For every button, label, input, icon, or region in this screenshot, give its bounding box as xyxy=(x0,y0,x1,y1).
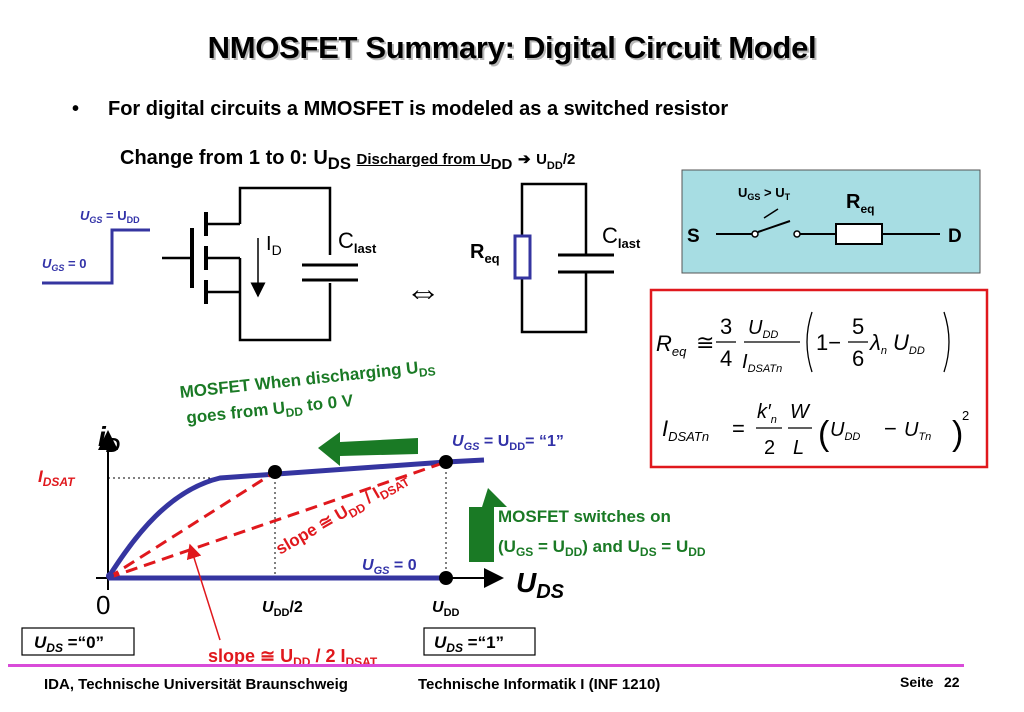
up-green-arrow xyxy=(469,488,507,562)
width-w: W xyxy=(790,401,811,423)
point-origin xyxy=(106,572,114,580)
switch-on-line2: (UGS = UDD) and UDS = UDD xyxy=(498,537,706,559)
formula-box xyxy=(649,288,989,469)
tick-half-label: UDD/2 xyxy=(262,599,303,619)
uds-one-label: UDS =“1” xyxy=(434,633,504,655)
point-full-high xyxy=(439,455,453,469)
y-axis-label: iD xyxy=(98,421,120,457)
point-half xyxy=(268,465,282,479)
switch-resistor xyxy=(835,223,883,245)
req-label: Req xyxy=(470,241,500,266)
minus-sign: − xyxy=(884,416,897,441)
footer-divider xyxy=(8,664,964,667)
slope2-pointer xyxy=(186,543,221,641)
curve-low-label: UGS = 0 xyxy=(362,557,417,577)
req-resistor xyxy=(513,234,532,280)
frac-u-dd: UDD xyxy=(748,317,778,341)
discharged-sub: DD xyxy=(490,156,513,173)
ugs-low-label: UGS = 0 xyxy=(42,256,86,273)
frac1-den: 4 xyxy=(720,346,732,371)
formula-req: Req ≅ 3 4 UDD IDSATn 1− 5 6 λn UDD xyxy=(656,311,950,375)
one-minus: 1− xyxy=(816,330,841,355)
point-full-low xyxy=(439,571,453,585)
slope-line-full xyxy=(107,460,447,580)
ugs-step-waveform: UGS = UDD UGS = 0 xyxy=(42,208,150,285)
denom-two: 2 xyxy=(764,437,775,459)
switch-condition: UGS > UT xyxy=(738,185,791,202)
approx-symbol: ≅ xyxy=(696,330,714,355)
exponent: 2 xyxy=(962,408,969,423)
switch-on-line1: MOSFET switches on xyxy=(498,507,671,526)
equivalence-icon: ⇔ xyxy=(405,271,441,312)
slope-line-half xyxy=(107,470,276,580)
c-last-right-label: Clast xyxy=(602,223,641,251)
req-circuit xyxy=(513,182,614,334)
footer-page-label: Seite xyxy=(900,674,934,690)
left-green-arrow xyxy=(318,432,418,466)
kn-prime: k′n xyxy=(757,401,777,426)
change-target-tail: /2 xyxy=(562,151,576,168)
c-last-left-label: Clast xyxy=(338,228,377,256)
bullet-marker: • xyxy=(72,98,80,120)
change-target-sub: DD xyxy=(546,160,563,172)
change-lead: Change from 1 to 0: U xyxy=(120,147,328,169)
paren-open: ( xyxy=(818,415,830,453)
lambda-u-dd: UDD xyxy=(893,330,925,357)
arrow-right-icon: ➔ xyxy=(517,151,531,168)
uds-zero-label: UDS =“0” xyxy=(34,633,104,655)
switch-model-box xyxy=(681,169,981,274)
footer-institution: IDA, Technische Universität Braunschweig xyxy=(44,676,348,693)
curve-high-label: UGS = UDD= “1” xyxy=(452,433,564,453)
drain-label: D xyxy=(948,226,962,247)
footer-course: Technische Informatik I (INF 1210) xyxy=(418,676,661,693)
source-label: S xyxy=(687,226,700,247)
req-lhs: Req xyxy=(656,331,687,359)
uds-one-box xyxy=(423,627,536,656)
bullet-text: For digital circuits a MMOSFET is modele… xyxy=(108,98,729,120)
id-uds-graph xyxy=(96,430,507,641)
idsat-lhs: IDSATn xyxy=(662,416,709,444)
switch-req-label: Req xyxy=(846,191,874,216)
switch-blade xyxy=(757,220,791,233)
change-heading: Change from 1 to 0: UDS Discharged from … xyxy=(120,147,575,174)
idsat-label: IDSAT xyxy=(38,467,76,489)
idsat-u-dd: UDD xyxy=(830,419,860,443)
frac1-num: 3 xyxy=(720,314,732,339)
origin-label: 0 xyxy=(96,590,110,620)
change-lead-sub: DS xyxy=(327,154,351,173)
equals-sign: = xyxy=(732,416,745,441)
bullet-point: • For digital circuits a MMOSFET is model… xyxy=(72,98,728,121)
uds-zero-box xyxy=(21,627,135,656)
slide-title: NMOSFET Summary: Digital Circuit Model xyxy=(207,30,817,65)
frac-i-dsatn: IDSATn xyxy=(742,351,782,375)
x-axis-label: UDS xyxy=(516,567,565,603)
paren-close: ) xyxy=(952,415,963,453)
footer-page-number: 22 xyxy=(944,674,960,690)
change-target: U xyxy=(536,151,547,168)
curve-ugs-high xyxy=(105,457,485,580)
id-label: ID xyxy=(266,233,282,258)
formula-idsat: IDSATn = k′n 2 W L ( UDD − UTn ) 2 xyxy=(662,401,969,459)
tick-full-label: UDD xyxy=(432,599,460,619)
mosfet-circuit xyxy=(162,186,358,342)
ugs-high-label: UGS = UDD xyxy=(80,208,140,225)
discharged-text: Discharged from U xyxy=(356,151,491,168)
lambda-n: λn xyxy=(869,330,887,357)
frac2-num: 5 xyxy=(852,314,864,339)
discharging-annotation: MOSFET When discharging UDS goes from UD… xyxy=(179,358,436,427)
length-l: L xyxy=(793,437,804,459)
u-tn: UTn xyxy=(904,419,931,443)
frac2-den: 6 xyxy=(852,346,864,371)
